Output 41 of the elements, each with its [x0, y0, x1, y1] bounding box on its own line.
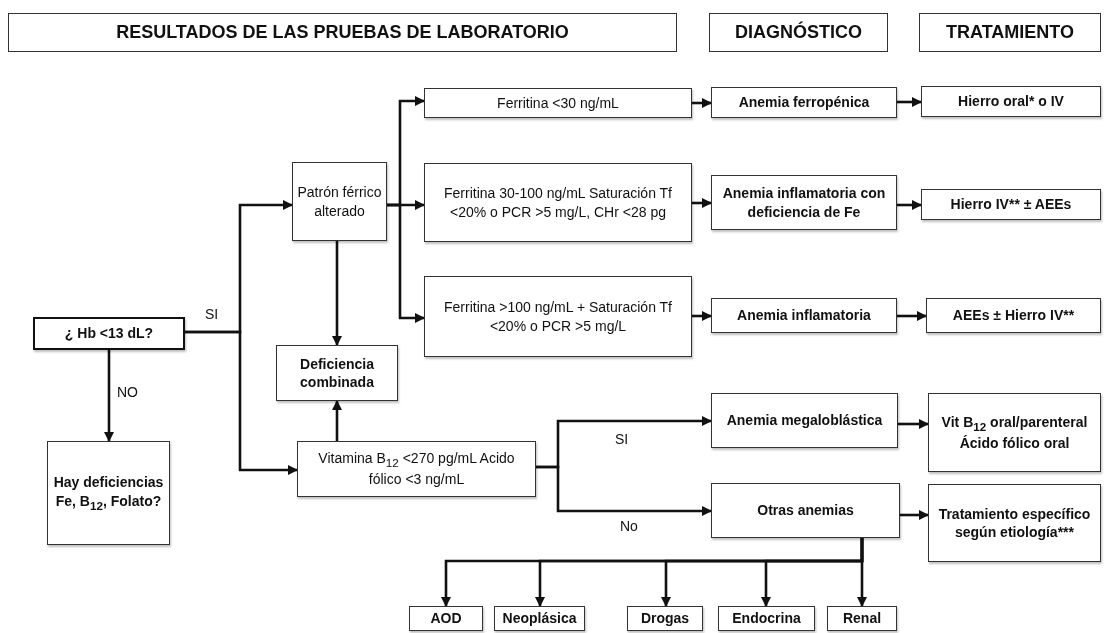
result-box: Hay deficiencias Fe, B$_{12}$, Folato? — [47, 441, 170, 545]
diagnosis-box: Deficiencia combinada — [276, 345, 398, 401]
arrow — [185, 330, 299, 476]
cause-box: Endocrina — [718, 606, 815, 631]
arrow — [898, 418, 930, 430]
arrow — [692, 310, 713, 322]
diagnosis-box: Anemia megaloblástica — [711, 393, 898, 448]
arrow — [536, 465, 713, 517]
arrow — [897, 310, 928, 322]
arrow — [387, 203, 426, 324]
arrow — [900, 509, 930, 521]
test-box: Ferritina <30 ng/mL — [424, 88, 692, 118]
treatment-box: Hierro IV** ± AEEs — [921, 189, 1101, 220]
arrow — [103, 350, 115, 443]
cause-box: Renal — [827, 606, 897, 631]
cause-box: Neoplásica — [494, 606, 585, 631]
arrow — [331, 399, 343, 441]
test-box: Vitamina B$_{12}$ <270 pg/mL Acido fólico <3 ng/mL — [297, 441, 536, 497]
test-box: Ferritina >100 ng/mL + Saturación Tf <20% o PCR >5 mg/L — [424, 276, 692, 357]
arrow — [692, 97, 713, 109]
cause-box: Drogas — [627, 606, 703, 631]
column-header: DIAGNÓSTICO — [709, 13, 888, 52]
arrow — [856, 538, 868, 608]
treatment-box: Vit B$_{12}$ oral/parenteral Ácido fólico oral — [928, 393, 1101, 472]
treatment-box: AEEs ± Hierro IV** — [926, 298, 1101, 333]
decision-box: ¿ Hb <13 dL? — [33, 317, 185, 350]
arrow — [692, 197, 713, 209]
treatment-box: Tratamiento específico según etiología*** — [928, 484, 1101, 562]
diagnosis-box: Anemia inflamatoria — [711, 298, 897, 333]
arrow — [897, 96, 923, 108]
column-header: TRATAMIENTO — [919, 13, 1101, 52]
diagnosis-box: Otras anemias — [711, 483, 900, 538]
cause-box: AOD — [409, 606, 483, 631]
test-box: Patrón férrico alterado — [292, 162, 387, 241]
column-header: RESULTADOS DE LAS PRUEBAS DE LABORATORIO — [8, 13, 677, 52]
arrow — [331, 241, 343, 347]
treatment-box: Hierro oral* o IV — [921, 86, 1101, 117]
test-box: Ferritina 30-100 ng/mL Saturación Tf <20% o PCR >5 mg/L, CHr <28 pg — [424, 163, 692, 242]
arrow — [897, 199, 923, 211]
diagnosis-box: Anemia ferropénica — [711, 87, 897, 118]
diagnosis-box: Anemia inflamatoria con deficiencia de Fe — [711, 175, 897, 230]
